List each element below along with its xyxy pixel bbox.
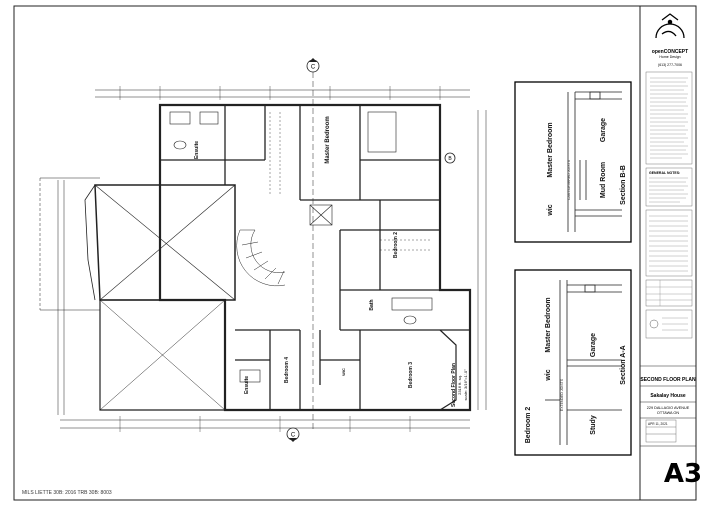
project-name: Sakalay House: [650, 393, 686, 399]
section-aa-joist-note: EXTENDED JOISTS: [560, 378, 564, 411]
sheet-date: APR 11, 2021: [648, 422, 668, 426]
plan-title: Second Floor Plan: [451, 363, 457, 407]
plan-scale: scale: 3/16"=1'-0": [463, 369, 468, 401]
section-bb-wic: wic: [547, 204, 554, 216]
plan-area: 2316 ft. sq.: [457, 375, 462, 395]
section-bb-mud-room: Mud Room: [600, 162, 607, 198]
section-bb-master-bedroom: Master Bedroom: [547, 122, 554, 177]
room-label-bedroom2: Bedroom 2: [393, 232, 399, 258]
room-label-wic: WIC: [341, 368, 346, 376]
title-block: openCONCEPT Home Design (613) 277-7006 G…: [640, 13, 702, 489]
company-phone: (613) 277-7006: [658, 63, 682, 67]
room-label-ensuite-top: Ensuite: [194, 141, 200, 159]
sheet-number: A3: [664, 459, 702, 489]
company-sub: Home Design: [659, 55, 680, 59]
room-label-bedroom4: Bedroom 4: [284, 357, 290, 383]
room-label-bath: Bath: [369, 299, 375, 310]
section-aa-bedroom2: Bedroom 2: [525, 407, 532, 444]
address-line2: OTTAWA ON: [657, 411, 679, 415]
section-bb-title: Section B-B: [620, 165, 627, 205]
section-aa-title: Section A-A: [620, 345, 627, 384]
company-name: openCONCEPT: [652, 49, 688, 55]
section-aa-master-bedroom: Master Bedroom: [545, 297, 552, 352]
section-marker-bottom: C: [291, 433, 296, 439]
notes-heading: GENERAL NOTES:: [649, 171, 680, 175]
section-aa-garage: Garage: [590, 333, 597, 357]
room-label-ensuite-bottom: Ensuite: [244, 376, 250, 394]
room-label-bedroom3: Bedroom 3: [408, 362, 414, 388]
sheet-title: SECOND FLOOR PLAN: [640, 377, 696, 383]
section-marker-top: C: [311, 65, 316, 71]
section-bb-garage: Garage: [600, 118, 607, 142]
section-aa-study: Study: [590, 415, 597, 435]
section-aa-wic: wic: [545, 369, 552, 381]
floor-plan: [39, 58, 487, 442]
bottom-note: MILS LIETTE 30B: 2016 TRB 30B: 8003: [22, 490, 112, 496]
sheet-border: [13, 5, 697, 501]
address-line1: 229 DALLAGIO AVENUE: [647, 406, 690, 410]
section-bb-joist-note: CANTILEVERED JOISTS: [567, 159, 571, 200]
company-logo: [655, 13, 685, 39]
section-aa: Master Bedroom Garage wic Bedroom 2 Stud…: [514, 269, 632, 456]
section-bb: Master Bedroom Garage Mud Room wic Secti…: [514, 81, 632, 243]
section-marker-right: B: [448, 156, 452, 162]
room-label-master-bedroom: Master Bedroom: [325, 116, 331, 163]
